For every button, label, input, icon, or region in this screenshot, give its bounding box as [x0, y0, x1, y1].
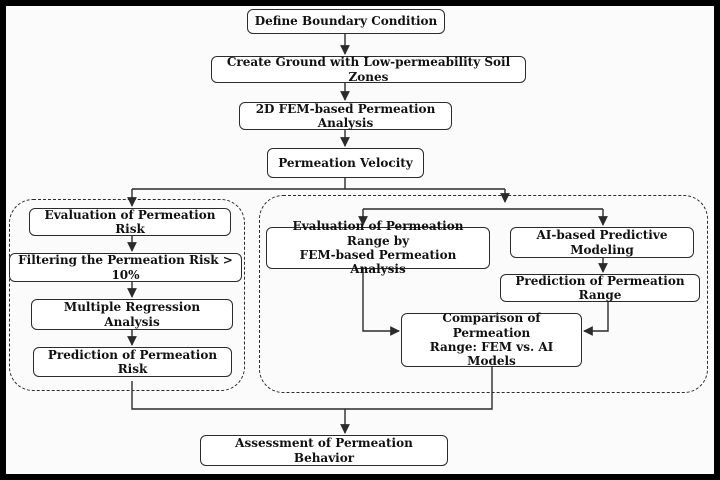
eval-range-line-1: Evaluation of Permeation Range by: [292, 219, 464, 248]
connector-lines: [127, 33, 609, 434]
arrow-eval-range-to-comparison: [362, 269, 400, 336]
assessment-box: Assessment of Permeation Behavior: [200, 435, 448, 466]
connector-merge: [131, 365, 493, 410]
range-branch-group: [259, 195, 708, 393]
comparison-line-2: Range: FEM vs. AI Models: [429, 340, 554, 369]
create-ground-box: Create Ground with Low-permeability Soil…: [211, 55, 526, 84]
connector-velocity-split: [132, 177, 505, 190]
eval-risk-box: Evaluation of Permeation Risk: [29, 208, 231, 236]
arrow-prediction-range-to-comparison: [583, 301, 609, 336]
prediction-range-box: Prediction of Permeation Range: [500, 274, 700, 302]
define-boundary-box: Define Boundary Condition: [247, 9, 445, 34]
risk-branch-group: [9, 199, 245, 391]
fem-analysis-box: 2D FEM-based Permeation Analysis: [239, 102, 452, 130]
comparison-line-1: Comparison of Permeation: [442, 311, 541, 340]
multiple-regression-box: Multiple Regression Analysis: [31, 299, 233, 330]
filtering-risk-box: Filtering the Permeation Risk > 10%: [9, 253, 242, 282]
comparison-box: Comparison of Permeation Range: FEM vs. …: [401, 311, 582, 369]
eval-range-box: Evaluation of Permeation Range by FEM-ba…: [266, 219, 490, 276]
flowchart-canvas: Define Boundary Condition Create Ground …: [6, 6, 714, 474]
ai-modeling-box: AI-based Predictive Modeling: [510, 227, 694, 258]
permeation-velocity-box: Permeation Velocity: [267, 148, 424, 178]
eval-range-line-2: FEM-based Permeation Analysis: [299, 248, 457, 277]
prediction-risk-box: Prediction of Permeation Risk: [33, 347, 232, 377]
